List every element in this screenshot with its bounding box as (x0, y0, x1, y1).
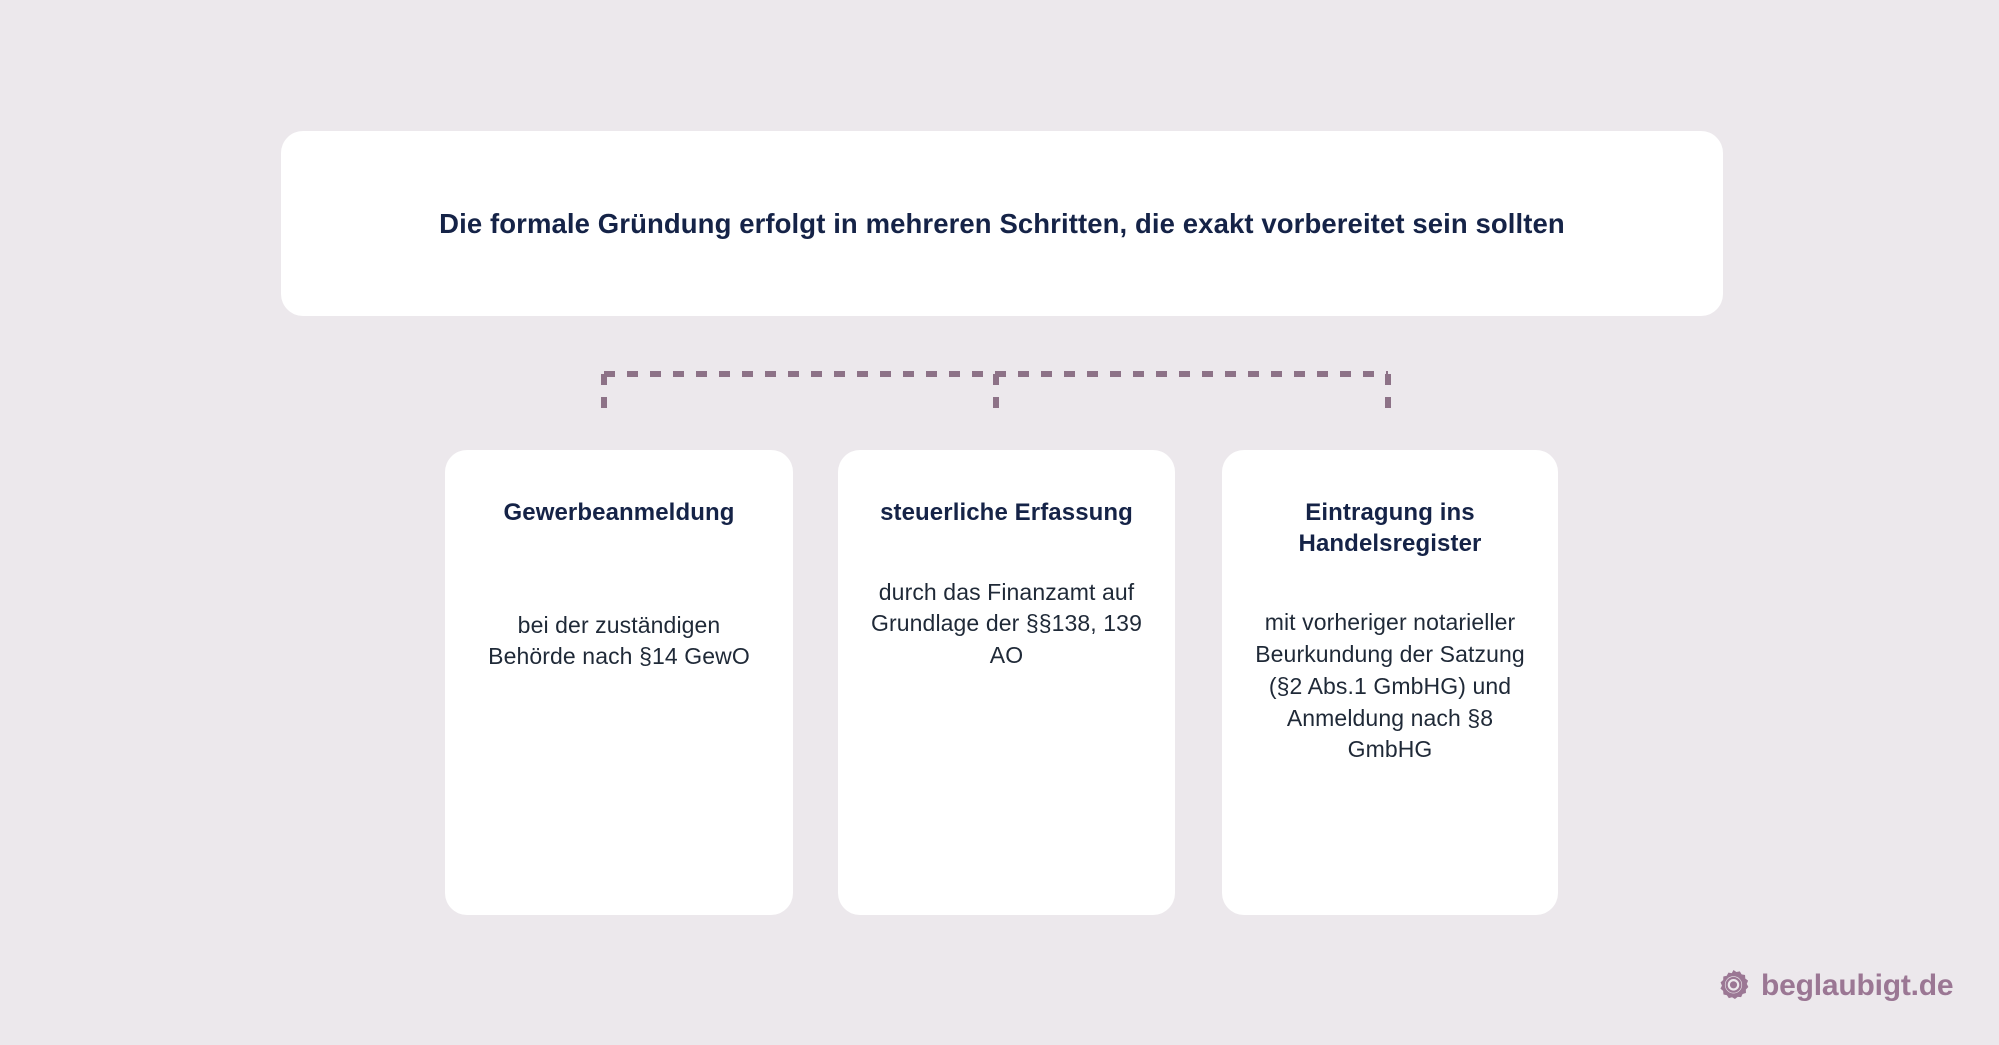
step-card-gewerbeanmeldung: Gewerbeanmeldung bei der zuständigen Beh… (445, 450, 793, 915)
step-card-handelsregister: Eintragung ins Handelsregister mit vorhe… (1222, 450, 1558, 915)
step-card-title: Eintragung ins Handelsregister (1298, 499, 1482, 557)
step-cards-row: Gewerbeanmeldung bei der zuständigen Beh… (445, 450, 1558, 915)
step-card-body: bei der zuständigen Behörde nach §14 Gew… (488, 611, 750, 670)
brand-watermark: beglaubigt.de (1717, 968, 1954, 1002)
step-card-title: Gewerbeanmeldung (503, 499, 735, 526)
step-card-body: durch das Finanzamt auf Grundlage der §§… (871, 578, 1142, 669)
step-card-steuerliche-erfassung: steuerliche Erfassung durch das Finanzam… (838, 450, 1175, 915)
step-card-title: steuerliche Erfassung (880, 499, 1133, 526)
gear-badge-icon (1720, 970, 1749, 999)
connector-lines (601, 371, 1391, 416)
step-card-body: mit vorheriger notarieller Beurkundung d… (1255, 609, 1525, 763)
header-card: Die formale Gründung erfolgt in mehreren… (281, 131, 1723, 316)
page-title: Die formale Gründung erfolgt in mehreren… (439, 207, 1565, 239)
brand-name: beglaubigt.de (1761, 968, 1954, 1002)
